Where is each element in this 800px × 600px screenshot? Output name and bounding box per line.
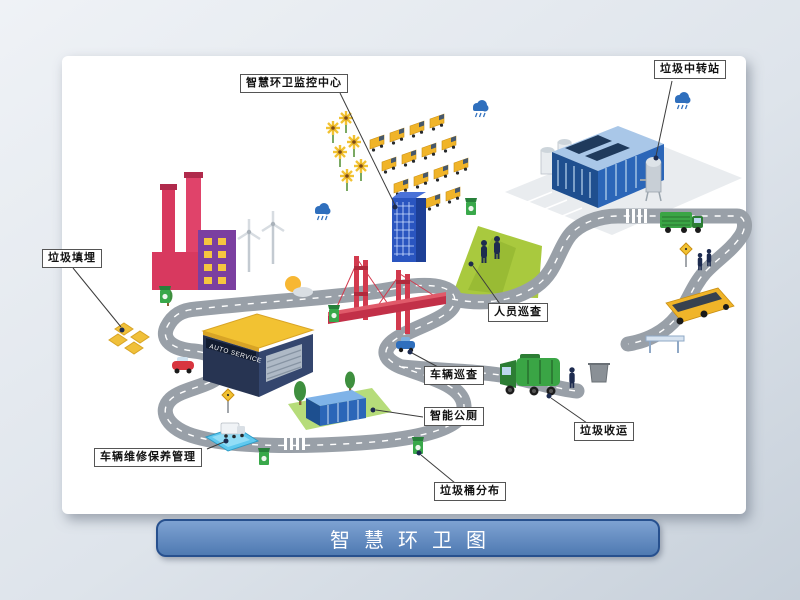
label-bin-distribution: 垃圾桶分布 <box>434 482 506 501</box>
label-garbage-collection: 垃圾收运 <box>574 422 634 441</box>
label-monitor-center: 智慧环卫监控中心 <box>240 74 348 93</box>
label-landfill: 垃圾填埋 <box>42 249 102 268</box>
label-personnel-patrol: 人员巡查 <box>488 303 548 322</box>
label-vehicle-maintenance: 车辆维修保养管理 <box>94 448 202 467</box>
label-garbage-transfer: 垃圾中转站 <box>654 60 726 79</box>
label-smart-toilet: 智能公厕 <box>424 407 484 426</box>
label-vehicle-patrol: 车辆巡查 <box>424 366 484 385</box>
diagram-canvas <box>62 56 746 514</box>
title-banner: 智慧环卫图 <box>156 519 660 557</box>
page-title: 智慧环卫图 <box>330 529 500 552</box>
